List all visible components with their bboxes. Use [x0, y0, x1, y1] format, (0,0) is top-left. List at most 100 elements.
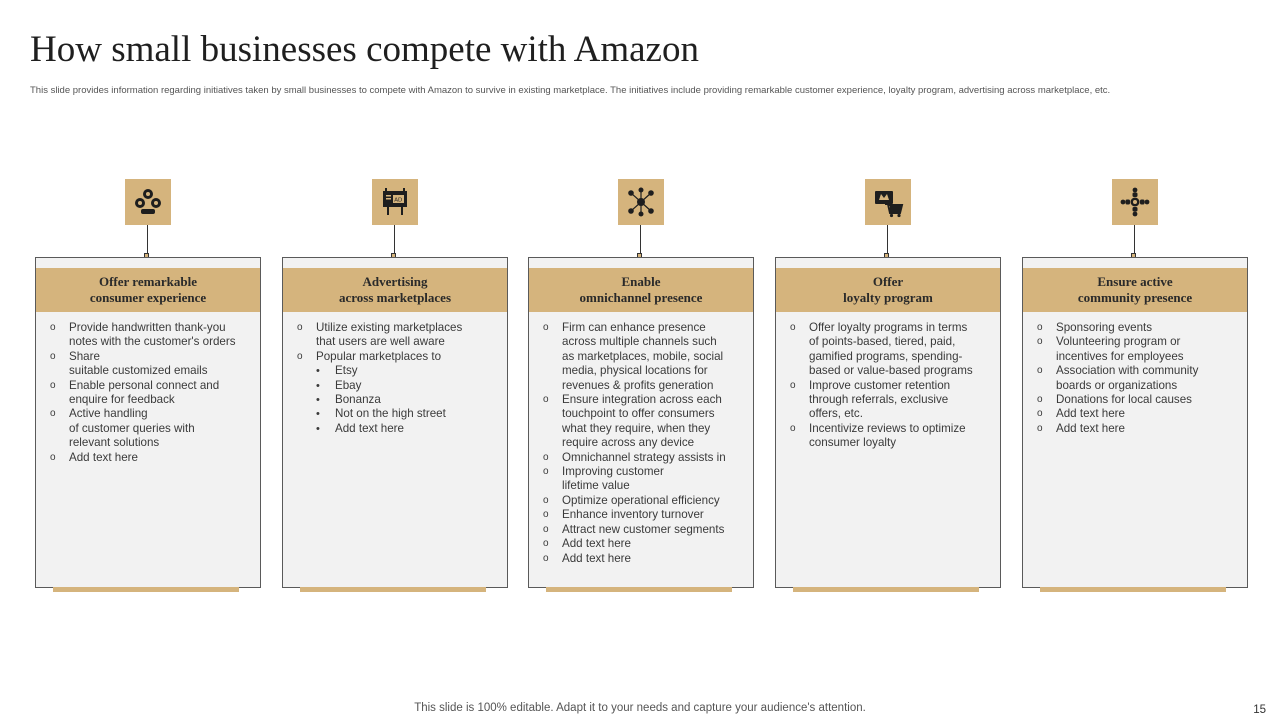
bullet-marker: o	[543, 322, 549, 333]
bullet-marker: o	[50, 350, 56, 362]
list-item-text: consumer loyalty	[809, 436, 896, 450]
bullet-marker: o	[543, 494, 549, 506]
list-item: media, physical locations for	[543, 364, 749, 378]
bullet-marker: •	[316, 408, 320, 421]
list-item-text: boards or organizations	[1056, 378, 1178, 392]
list-item-text: Offer loyalty programs in terms	[809, 321, 968, 334]
bullet-marker: o	[297, 350, 303, 362]
list-item: o Sponsoring events	[1037, 321, 1243, 335]
list-item: •Etsy	[297, 364, 503, 378]
list-item-text: Bonanza	[335, 393, 381, 407]
list-item: notes with the customer's orders	[50, 335, 256, 349]
list-item-text: of customer queries with	[69, 421, 195, 435]
billboard-ad-icon: AD	[372, 179, 418, 225]
list-item: what they require, when they	[543, 422, 749, 436]
bullet-marker: o	[50, 408, 56, 420]
list-item-text: Improve customer retention	[809, 378, 951, 392]
bullet-marker: o	[790, 379, 796, 391]
card-shadow-bar	[793, 587, 979, 592]
card-header-line2: consumer experience	[89, 290, 207, 305]
slide-footer: This slide is 100% editable. Adapt it to…	[414, 702, 866, 714]
list-item-text: suitable customized emails	[69, 364, 208, 378]
connector-line	[640, 225, 641, 255]
list-item-text: Incentivize reviews to optimize	[809, 421, 966, 435]
bullet-marker: •	[316, 379, 320, 392]
list-item: of customer queries with	[50, 422, 256, 436]
list-item-text: Omnichannel strategy assists in	[562, 450, 726, 464]
list-item-text: that users are well aware	[316, 335, 445, 349]
card-header: Enable omnichannel presence	[529, 268, 753, 312]
bullet-marker: •	[316, 422, 320, 435]
connector-line	[147, 225, 148, 255]
list-item-text: incentives for employees	[1056, 349, 1184, 363]
list-item-text: require across any device	[562, 436, 695, 450]
page-number: 15	[1253, 704, 1266, 716]
bullet-marker: o	[1037, 408, 1043, 420]
slide-title: How small businesses compete with Amazon	[30, 29, 699, 70]
list-item-text: Utilize existing marketplaces	[316, 321, 463, 334]
list-item-text: touchpoint to offer consumers	[562, 407, 715, 421]
card-shadow-bar	[53, 587, 239, 592]
community-people-icon	[1112, 179, 1158, 225]
list-item-text: of points-based, tiered, paid,	[809, 335, 956, 349]
bullet-marker: o	[1037, 322, 1043, 333]
card-header: Offer loyalty program	[776, 268, 1000, 312]
list-item: require across any device	[543, 436, 749, 450]
list-item: that users are well aware	[297, 335, 503, 349]
bullet-marker: o	[297, 322, 303, 333]
list-item: suitable customized emails	[50, 364, 256, 378]
list-item-text: Add text here	[562, 537, 631, 551]
list-item-text: based or value-based programs	[809, 364, 973, 378]
list-item: of points-based, tiered, paid,	[790, 335, 996, 349]
bullet-marker: o	[543, 523, 549, 535]
bullet-marker: •	[316, 394, 320, 407]
list-item-text: lifetime value	[562, 479, 630, 493]
connector-line	[1134, 225, 1135, 255]
list-item-text: gamified programs, spending-	[809, 349, 963, 363]
list-item-text: Volunteering program or	[1056, 335, 1181, 349]
card-header-line1: Offer	[872, 274, 904, 289]
omnichannel-network-icon	[618, 179, 664, 225]
list-item: •Not on the high street	[297, 407, 503, 421]
card-header-line2: across marketplaces	[338, 290, 452, 305]
list-item: relevant solutions	[50, 436, 256, 450]
list-item-text: Add text here	[69, 450, 138, 464]
list-item-text: Sponsoring events	[1056, 321, 1153, 334]
list-item: lifetime value	[543, 479, 749, 493]
bullet-marker: o	[543, 451, 549, 463]
bullet-marker: o	[543, 466, 549, 478]
list-item: o Omnichannel strategy assists in	[543, 451, 749, 465]
list-item-text: Etsy	[335, 364, 358, 378]
list-item-text: offers, etc.	[809, 407, 863, 421]
list-item-text: notes with the customer's orders	[69, 335, 236, 349]
bullet-marker: o	[543, 538, 549, 550]
bullet-marker: o	[1037, 394, 1043, 406]
list-item-text: Association with community	[1056, 364, 1199, 378]
list-item-text: media, physical locations for	[562, 364, 708, 378]
list-item-text: Add text here	[1056, 407, 1125, 421]
list-item: touchpoint to offer consumers	[543, 407, 749, 421]
list-item-text: revenues & profits generation	[562, 378, 714, 392]
